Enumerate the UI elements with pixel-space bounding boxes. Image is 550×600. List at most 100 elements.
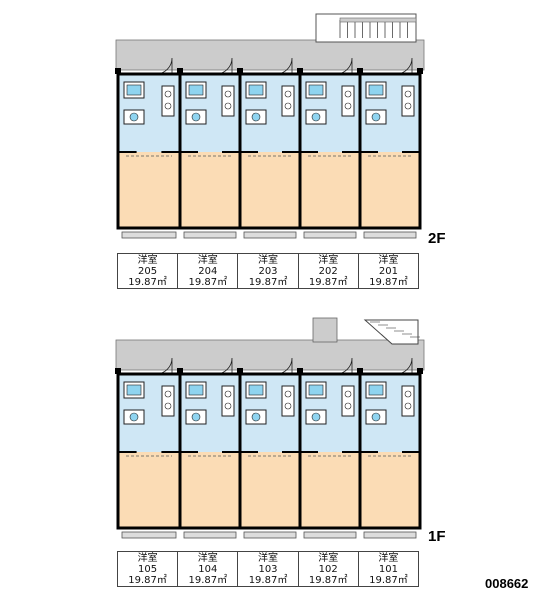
toilet-bowl xyxy=(371,112,381,122)
stair-landing xyxy=(339,17,417,23)
pillar xyxy=(357,368,363,374)
room-number: 102 xyxy=(318,563,338,575)
stove-burner xyxy=(404,402,412,410)
toilet-bowl xyxy=(191,412,201,422)
balcony xyxy=(243,231,297,239)
balcony xyxy=(121,231,177,239)
balcony xyxy=(303,531,357,539)
floor-label-1f: 1F xyxy=(428,528,446,545)
room-info-204: 洋室 204 19.87㎡ xyxy=(177,254,237,288)
room-number: 201 xyxy=(378,265,398,277)
kitchen-counter xyxy=(161,85,175,117)
corridor-1 xyxy=(115,339,425,371)
balcony xyxy=(363,231,417,239)
room-info-201: 洋室 201 19.87㎡ xyxy=(357,254,418,288)
pillar xyxy=(417,68,423,74)
room-floor xyxy=(360,152,420,228)
room-type: 洋室 xyxy=(378,254,399,266)
toilet-bowl xyxy=(191,112,201,122)
stove-burner xyxy=(164,402,172,410)
room-area: 19.87㎡ xyxy=(248,276,288,288)
pillar xyxy=(237,368,243,374)
floor-label-2f: 2F xyxy=(428,230,446,247)
room-type: 洋室 xyxy=(318,552,339,564)
pillar xyxy=(357,68,363,74)
room-info-102: 洋室 102 19.87㎡ xyxy=(297,552,358,586)
room-area: 19.87㎡ xyxy=(188,574,228,586)
bath-inner xyxy=(368,384,384,396)
bath-inner xyxy=(188,84,204,96)
room-floor xyxy=(240,452,300,528)
pillar xyxy=(237,68,243,74)
reference-code: 008662 xyxy=(485,576,529,591)
pillar xyxy=(115,68,121,74)
pillar xyxy=(177,68,183,74)
toilet-bowl xyxy=(371,412,381,422)
room-area: 19.87㎡ xyxy=(369,276,408,288)
room-type: 洋室 xyxy=(318,254,339,266)
corridor-0 xyxy=(115,39,425,71)
balcony xyxy=(121,531,177,539)
room-area: 19.87㎡ xyxy=(188,276,228,288)
room-number: 205 xyxy=(138,265,158,277)
stove-burner xyxy=(344,390,352,398)
stair-1f xyxy=(312,317,338,343)
bath-inner xyxy=(308,384,324,396)
stove-burner xyxy=(284,102,292,110)
toilet-bowl xyxy=(251,112,261,122)
room-type: 洋室 xyxy=(258,254,278,266)
room-floor xyxy=(300,152,360,228)
pillar xyxy=(417,368,423,374)
balcony xyxy=(363,531,417,539)
balcony xyxy=(303,231,357,239)
pillar xyxy=(177,368,183,374)
room-floor xyxy=(360,452,420,528)
stove-burner xyxy=(224,90,232,98)
stove-burner xyxy=(344,102,352,110)
bath-inner xyxy=(248,84,264,96)
stove-burner xyxy=(284,402,292,410)
kitchen-counter xyxy=(221,85,235,117)
toilet-bowl xyxy=(311,112,321,122)
bath-inner xyxy=(188,384,204,396)
stove-burner xyxy=(344,90,352,98)
room-area: 19.87㎡ xyxy=(308,574,348,586)
bath-inner xyxy=(126,384,142,396)
stove-burner xyxy=(164,90,172,98)
room-type: 洋室 xyxy=(137,254,158,266)
room-number: 101 xyxy=(378,563,398,575)
stove-burner xyxy=(404,102,412,110)
stove-burner xyxy=(164,102,172,110)
stove-burner xyxy=(404,90,412,98)
bath-inner xyxy=(248,384,264,396)
stair-diagonal xyxy=(363,319,419,345)
room-floor xyxy=(300,452,360,528)
toilet-bowl xyxy=(129,412,139,422)
room-number: 204 xyxy=(198,265,218,277)
room-floor xyxy=(180,152,240,228)
exterior-wall xyxy=(116,372,422,530)
room-type: 洋室 xyxy=(378,552,399,564)
kitchen-counter xyxy=(221,385,235,417)
room-type: 洋室 xyxy=(197,552,218,564)
toilet-bowl xyxy=(251,412,261,422)
room-area: 19.87㎡ xyxy=(369,574,408,586)
room-type: 洋室 xyxy=(258,552,278,564)
stove-burner xyxy=(284,90,292,98)
room-info-104: 洋室 104 19.87㎡ xyxy=(177,552,237,586)
room-type: 洋室 xyxy=(137,552,158,564)
kitchen-counter xyxy=(161,385,175,417)
toilet-bowl xyxy=(311,412,321,422)
room-area: 19.87㎡ xyxy=(308,276,348,288)
stove-burner xyxy=(344,402,352,410)
stove-burner xyxy=(404,390,412,398)
kitchen-counter xyxy=(341,385,355,417)
room-info-202: 洋室 202 19.87㎡ xyxy=(297,254,358,288)
room-area: 19.87㎡ xyxy=(248,574,288,586)
bath-inner xyxy=(308,84,324,96)
room-info-105: 洋室 105 19.87㎡ xyxy=(118,552,177,586)
room-area: 19.87㎡ xyxy=(128,574,167,586)
balcony xyxy=(183,231,237,239)
room-floor xyxy=(180,452,240,528)
